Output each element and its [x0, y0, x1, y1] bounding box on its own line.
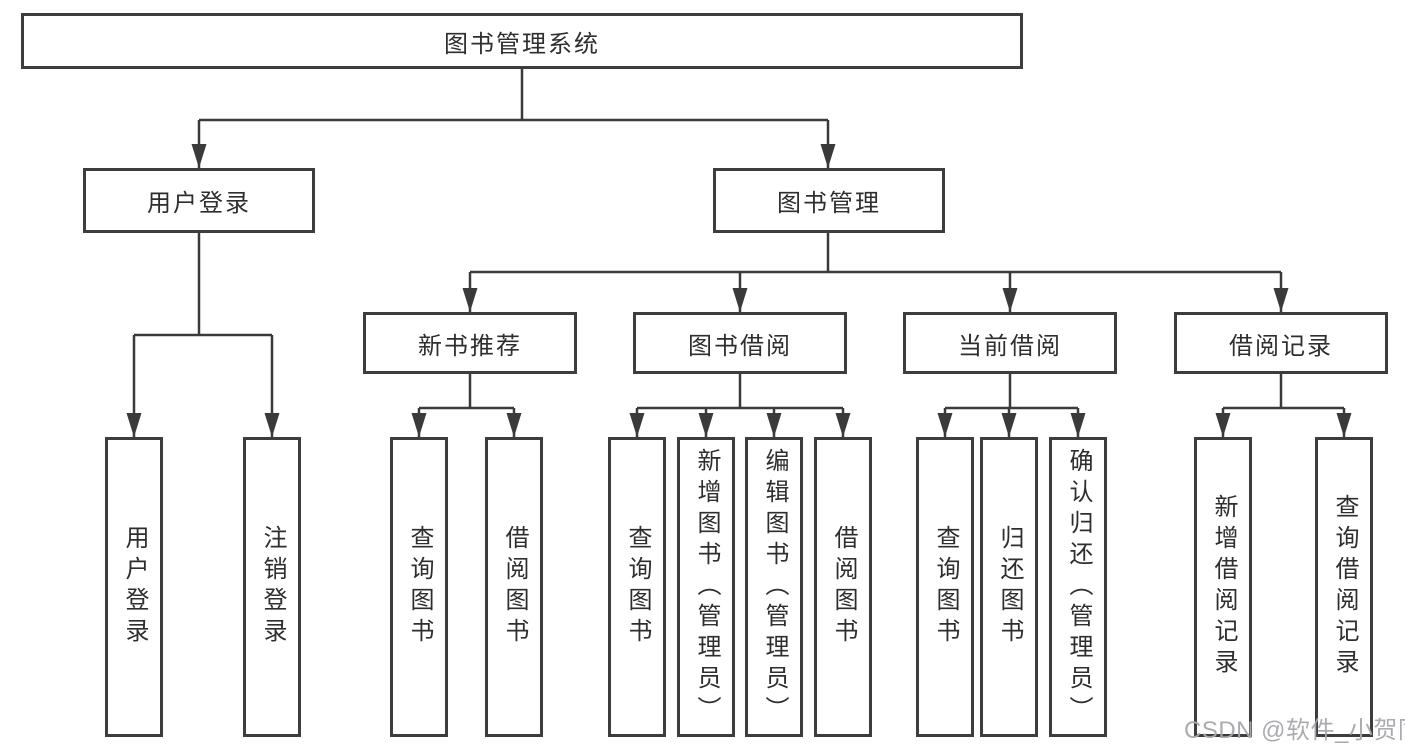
node-borrowing-records: 借阅记录: [1174, 312, 1388, 374]
leaf-label: 查询图书: [406, 525, 433, 649]
leaf-label: 新增借阅记录: [1210, 494, 1237, 680]
edge-book-borrow-trunk: [637, 374, 843, 410]
edge-current-borrow-trunk: [945, 374, 1078, 410]
leaf-br-add-record: 新增借阅记录: [1194, 437, 1252, 737]
edge-borrow-records-trunk: [1223, 374, 1344, 410]
edge-book-management-trunk: [470, 233, 1281, 274]
leaf-cb-query-books: 查询图书: [916, 437, 974, 737]
leaf-rec-query-books: 查询图书: [390, 437, 448, 737]
node-user-login: 用户登录: [83, 168, 315, 233]
leaf-cb-return-books: 归还图书: [980, 437, 1038, 737]
leaf-label: 查询图书: [624, 525, 651, 649]
node-label: 图书借阅: [688, 332, 792, 360]
csdn-watermark: CSDN @软件_小贺同学: [1184, 717, 1405, 744]
leaf-bb-borrow-books: 借阅图书: [814, 437, 872, 737]
node-book-management: 图书管理: [713, 168, 945, 233]
leaf-label: 用户登录: [121, 525, 148, 649]
node-label: 图书管理系统: [444, 30, 600, 58]
edge-new-book-rec-trunk: [419, 374, 514, 410]
node-label: 新书推荐: [418, 332, 522, 360]
leaf-bb-add-books-admin: 新增图书（管理员）: [677, 437, 735, 737]
leaf-label: 确认归还（管理员）: [1065, 447, 1092, 727]
leaf-label: 注销登录: [259, 525, 286, 649]
leaf-label: 新增图书（管理员）: [693, 447, 720, 727]
leaf-bb-query-books: 查询图书: [608, 437, 666, 737]
node-library-management-system: 图书管理系统: [21, 13, 1023, 69]
leaf-user-login: 用户登录: [105, 437, 163, 737]
leaf-label: 借阅图书: [830, 525, 857, 649]
leaf-label: 查询图书: [932, 525, 959, 649]
node-new-book-recommendation: 新书推荐: [363, 312, 577, 374]
leaf-br-query-record: 查询借阅记录: [1315, 437, 1373, 737]
node-label: 图书管理: [777, 190, 881, 217]
leaf-cb-confirm-return-admin: 确认归还（管理员）: [1049, 437, 1107, 737]
leaf-label: 借阅图书: [501, 525, 528, 649]
leaf-bb-edit-books-admin: 编辑图书（管理员）: [745, 437, 803, 737]
edge-user-login-trunk: [134, 233, 272, 337]
edge-root-trunk: [199, 69, 828, 122]
leaf-label: 查询借阅记录: [1331, 494, 1358, 680]
leaf-rec-borrow-books: 借阅图书: [485, 437, 543, 737]
node-book-borrowing: 图书借阅: [633, 312, 847, 374]
node-label: 借阅记录: [1229, 332, 1333, 360]
leaf-label: 编辑图书（管理员）: [761, 447, 788, 727]
leaf-label: 归还图书: [996, 525, 1023, 649]
leaf-logout: 注销登录: [243, 437, 301, 737]
node-label: 用户登录: [147, 190, 251, 217]
node-current-borrowing: 当前借阅: [903, 312, 1117, 374]
node-label: 当前借阅: [958, 332, 1062, 360]
